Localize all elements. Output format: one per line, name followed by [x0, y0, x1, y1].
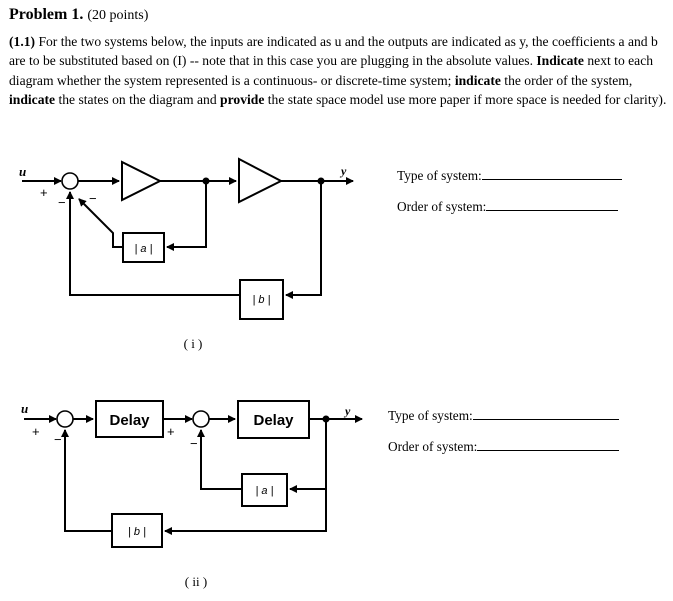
d2-gain-a-label: | a |	[256, 485, 274, 497]
d2-summing-junction-2	[192, 410, 210, 428]
d1-a-feedback-out	[78, 198, 123, 248]
d1-gain-a-label: | a |	[135, 243, 153, 255]
d2-order-field: Order of system:	[388, 439, 620, 455]
d1-plus-sign: +	[40, 185, 48, 200]
d2-delay-2-label: Delay	[253, 412, 294, 429]
description-text-3: the order of the system,	[500, 72, 633, 88]
problem-heading: Problem 1.	[9, 6, 84, 23]
description-bold-3: indicate	[9, 92, 56, 108]
d2-summing-junction-1	[56, 410, 74, 428]
d1-integrator-2	[238, 157, 284, 204]
d2-input-label: u	[21, 401, 28, 416]
d2-plus-sign-1: +	[32, 424, 40, 439]
d2-gain-b-label: | b |	[128, 526, 146, 538]
d1-minus-sign-1: −	[58, 195, 66, 210]
d2-output-label: y	[343, 404, 351, 418]
d2-b-feedback-in	[164, 489, 327, 535]
d2-plus-sign-2: +	[167, 424, 175, 439]
description-text-1: For the two systems below, the inputs ar…	[9, 34, 658, 69]
d1-gain-b-box	[239, 279, 284, 320]
d1-type-label: Type of system:	[397, 168, 482, 183]
d1-caption: ( i )	[184, 336, 203, 351]
problem-description: (1.1) For the two systems below, the inp…	[9, 32, 667, 110]
d1-input-label: u	[19, 164, 26, 179]
description-text-2: next to each diagram whether the system …	[9, 53, 654, 88]
d1-minus-sign-2: −	[89, 191, 97, 206]
description-bold-1: Indicate	[536, 53, 584, 69]
d2-delay-1-label: Delay	[109, 412, 150, 429]
d2-type-label: Type of system:	[388, 408, 473, 423]
d1-b-feedback-out	[66, 191, 240, 296]
d2-type-field: Type of system:	[388, 408, 619, 424]
d1-type-field: Type of system:	[397, 168, 622, 184]
d1-integrator-1	[121, 160, 163, 202]
diagram-1: u + − − y | a | | b | ( i )	[19, 157, 354, 351]
d2-minus-sign-2: −	[190, 436, 198, 451]
description-text-4: the states on the diagram and	[55, 92, 221, 108]
description-bold-4: provide	[220, 92, 265, 108]
d2-caption: ( ii )	[185, 574, 207, 589]
part-label: (1.1)	[9, 34, 36, 49]
d1-order-label: Order of system:	[397, 199, 487, 214]
d1-order-answer-line[interactable]	[486, 209, 619, 211]
diagram-2: u + − Delay + − Delay y | a | | b | ( ii…	[21, 400, 363, 589]
d2-b-feedback-out	[61, 429, 112, 532]
d1-a-feedback-in	[166, 181, 207, 251]
d2-a-feedback-out	[197, 429, 242, 490]
description-text-5: the state space model use more paper if …	[264, 92, 667, 108]
problem-points: (20 points)	[87, 8, 149, 23]
problem-title: Problem 1. (20 points)	[9, 6, 148, 24]
d1-order-field: Order of system:	[397, 199, 619, 215]
d2-order-answer-line[interactable]	[477, 449, 620, 451]
d2-minus-sign-1: −	[54, 432, 62, 447]
d1-output-label: y	[339, 164, 347, 178]
d2-order-label: Order of system:	[388, 439, 478, 454]
description-bold-2: indicate	[454, 72, 501, 88]
d1-type-answer-line[interactable]	[481, 178, 622, 180]
d1-b-feedback-in	[285, 181, 322, 299]
d1-summing-junction	[61, 172, 79, 190]
d1-gain-b-label: | b |	[253, 294, 271, 306]
d2-type-answer-line[interactable]	[472, 418, 619, 420]
